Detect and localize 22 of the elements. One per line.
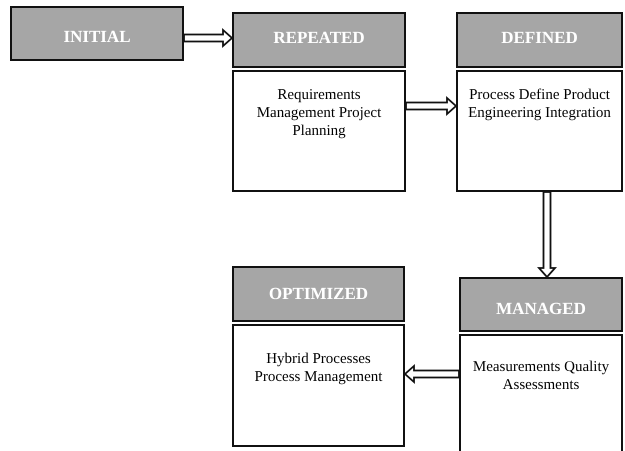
arrow: [183, 28, 234, 48]
arrow: [405, 96, 458, 116]
stage-header-box: [10, 6, 184, 61]
stage-title: MANAGED: [496, 299, 586, 319]
stage-header-box: [232, 12, 406, 68]
stage-header-box: [232, 266, 405, 322]
arrow: [404, 364, 460, 384]
stage-description: Process Define Product Engineering Integration: [467, 86, 612, 122]
stage-header-box: [459, 277, 623, 332]
stage-title: OPTIMIZED: [268, 284, 368, 304]
stage-body-box: [232, 324, 405, 447]
arrow: [537, 191, 557, 278]
stage-title: INITIAL: [63, 27, 131, 47]
stage-description: Requirements Management Project Planning: [256, 86, 382, 140]
stage-description: Hybrid Processes Process Management: [254, 350, 384, 386]
stage-description: Measurements Quality Assessments: [472, 358, 610, 394]
stage-title: DEFINED: [501, 28, 578, 48]
stage-title: REPEATED: [273, 28, 365, 48]
stage-body-box: [232, 70, 406, 192]
stage-body-box: [456, 70, 623, 192]
stage-body-box: [459, 334, 623, 451]
stage-header-box: [456, 12, 623, 68]
